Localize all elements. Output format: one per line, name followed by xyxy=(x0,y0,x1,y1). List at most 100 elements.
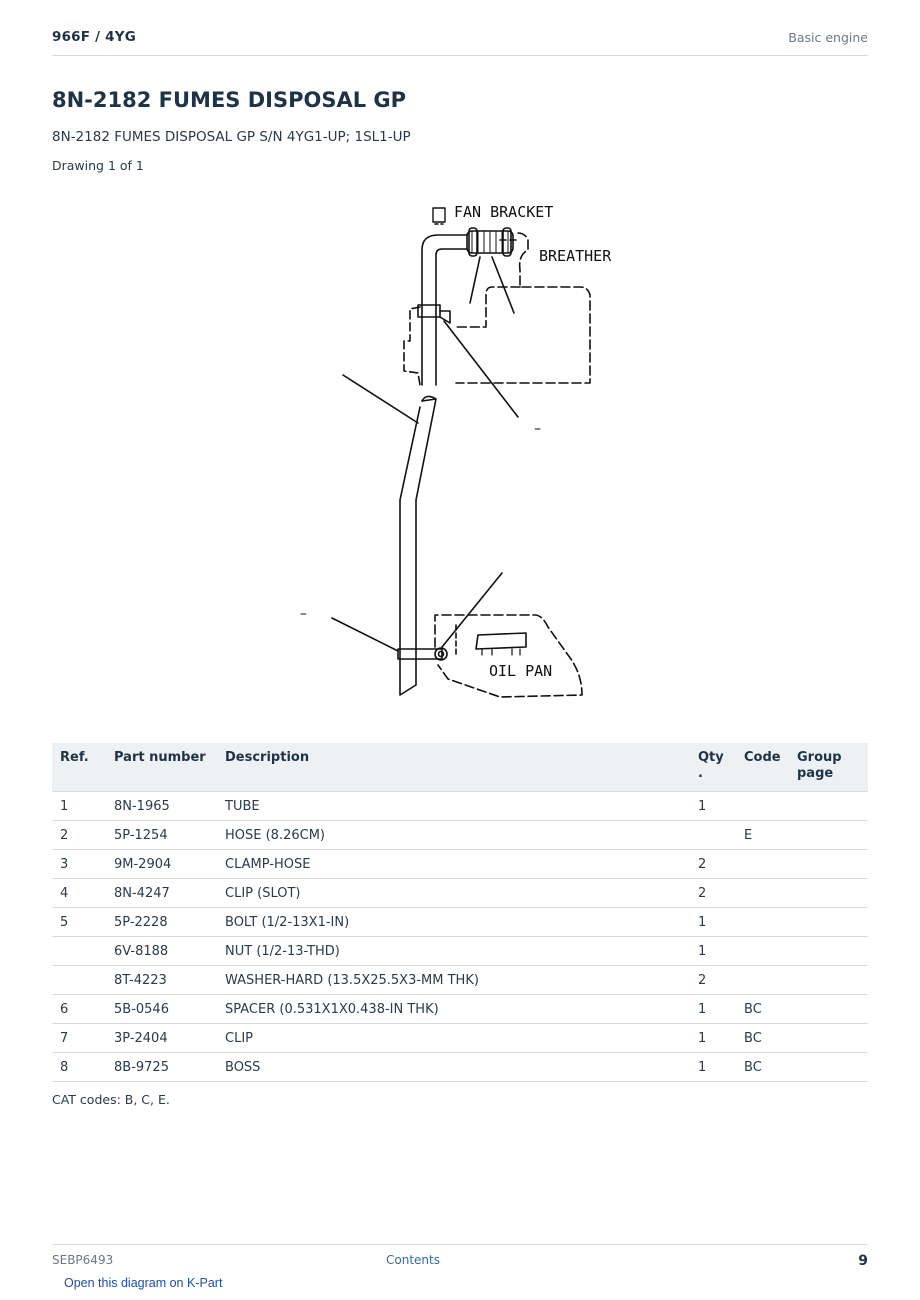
fan-bracket-marker xyxy=(432,207,446,223)
cell-qty: 1 xyxy=(690,791,736,821)
cell-description: CLAMP-HOSE xyxy=(217,849,690,879)
cell-code xyxy=(736,965,789,995)
tube-upper xyxy=(421,234,468,386)
header-section: Basic engine xyxy=(788,30,868,45)
cell-group-page xyxy=(789,820,868,850)
breather-outline xyxy=(455,232,591,384)
header-divider xyxy=(52,55,868,56)
drawing-count: Drawing 1 of 1 xyxy=(52,158,144,173)
cell-ref: 2 xyxy=(52,820,106,850)
callout-lower: – xyxy=(300,606,307,622)
page-number: 9 xyxy=(858,1253,868,1269)
cell-description: WASHER-HARD (13.5X25.5X3-MM THK) xyxy=(217,965,690,995)
cell-group-page xyxy=(789,907,868,937)
lower-clip xyxy=(397,648,443,660)
cell-code: E xyxy=(736,820,789,850)
footer-divider xyxy=(52,1244,868,1245)
footer-doc-id: SEBP6493 xyxy=(52,1253,114,1267)
cell-code xyxy=(736,849,789,879)
cell-ref: 7 xyxy=(52,1023,106,1053)
cell-ref xyxy=(52,936,106,966)
cell-part-number: 5P-2228 xyxy=(106,907,217,937)
cell-group-page xyxy=(789,1052,868,1082)
header-description: Description xyxy=(217,743,690,792)
cell-group-page xyxy=(789,965,868,995)
boss xyxy=(434,647,448,661)
cell-description: TUBE xyxy=(217,791,690,821)
cell-code xyxy=(736,878,789,908)
page-title: 8N-2182 FUMES DISPOSAL GP xyxy=(52,88,407,112)
cell-part-number: 5B-0546 xyxy=(106,994,217,1024)
cell-code: BC xyxy=(736,1052,789,1082)
parts-table: Ref. Part number Description Qty . Code … xyxy=(52,743,868,1082)
cell-description: CLIP xyxy=(217,1023,690,1053)
cell-ref: 4 xyxy=(52,878,106,908)
cell-part-number: 5P-1254 xyxy=(106,820,217,850)
cell-code xyxy=(736,936,789,966)
cell-description: NUT (1/2-13-THD) xyxy=(217,936,690,966)
header-model: 966F / 4YG xyxy=(52,29,136,45)
fan-bracket-label: FAN BRACKET xyxy=(454,203,553,221)
header-code: Code xyxy=(736,743,789,792)
breather-label: BREATHER xyxy=(539,247,612,265)
kpart-link[interactable]: Open this diagram on K-Part xyxy=(64,1276,223,1290)
cell-code xyxy=(736,791,789,821)
oil-pan-outline xyxy=(434,614,583,698)
cell-part-number: 8B-9725 xyxy=(106,1052,217,1082)
cell-code: BC xyxy=(736,1023,789,1053)
cell-qty: 2 xyxy=(690,878,736,908)
cell-part-number: 6V-8188 xyxy=(106,936,217,966)
callout-upper: – xyxy=(534,421,541,437)
cell-description: HOSE (8.26CM) xyxy=(217,820,690,850)
cell-group-page xyxy=(789,849,868,879)
cell-qty: 1 xyxy=(690,1052,736,1082)
cell-part-number: 8N-4247 xyxy=(106,878,217,908)
cell-description: BOSS xyxy=(217,1052,690,1082)
cell-part-number: 9M-2904 xyxy=(106,849,217,879)
cell-qty: 1 xyxy=(690,907,736,937)
header-part-number: Part number xyxy=(106,743,217,792)
cell-part-number: 8T-4223 xyxy=(106,965,217,995)
cell-group-page xyxy=(789,994,868,1024)
cell-code xyxy=(736,907,789,937)
cell-ref: 1 xyxy=(52,791,106,821)
cat-codes: CAT codes: B, C, E. xyxy=(52,1092,170,1107)
header-group-page: Group page xyxy=(789,743,868,792)
cell-code: BC xyxy=(736,994,789,1024)
header-ref: Ref. xyxy=(52,743,106,792)
cell-description: CLIP (SLOT) xyxy=(217,878,690,908)
contents-link[interactable]: Contents xyxy=(386,1253,440,1267)
cell-part-number: 8N-1965 xyxy=(106,791,217,821)
cell-ref: 6 xyxy=(52,994,106,1024)
cell-group-page xyxy=(789,936,868,966)
cell-group-page xyxy=(789,791,868,821)
cell-ref: 3 xyxy=(52,849,106,879)
cell-ref: 8 xyxy=(52,1052,106,1082)
hose xyxy=(466,230,514,254)
cell-qty: 2 xyxy=(690,965,736,995)
cell-group-page xyxy=(789,878,868,908)
cell-ref: 5 xyxy=(52,907,106,937)
cell-qty: 2 xyxy=(690,849,736,879)
cell-qty: 1 xyxy=(690,994,736,1024)
cell-part-number: 3P-2404 xyxy=(106,1023,217,1053)
cell-description: BOLT (1/2-13X1-IN) xyxy=(217,907,690,937)
parts-diagram: FAN BRACKET BREATHER OIL PAN – – xyxy=(270,195,650,710)
header-qty: Qty . xyxy=(690,743,736,792)
cell-group-page xyxy=(789,1023,868,1053)
page-subtitle: 8N-2182 FUMES DISPOSAL GP S/N 4YG1-UP; 1… xyxy=(52,129,411,145)
cell-qty: 1 xyxy=(690,1023,736,1053)
cell-ref xyxy=(52,965,106,995)
tube-lower xyxy=(399,395,437,696)
cell-qty xyxy=(690,820,736,850)
